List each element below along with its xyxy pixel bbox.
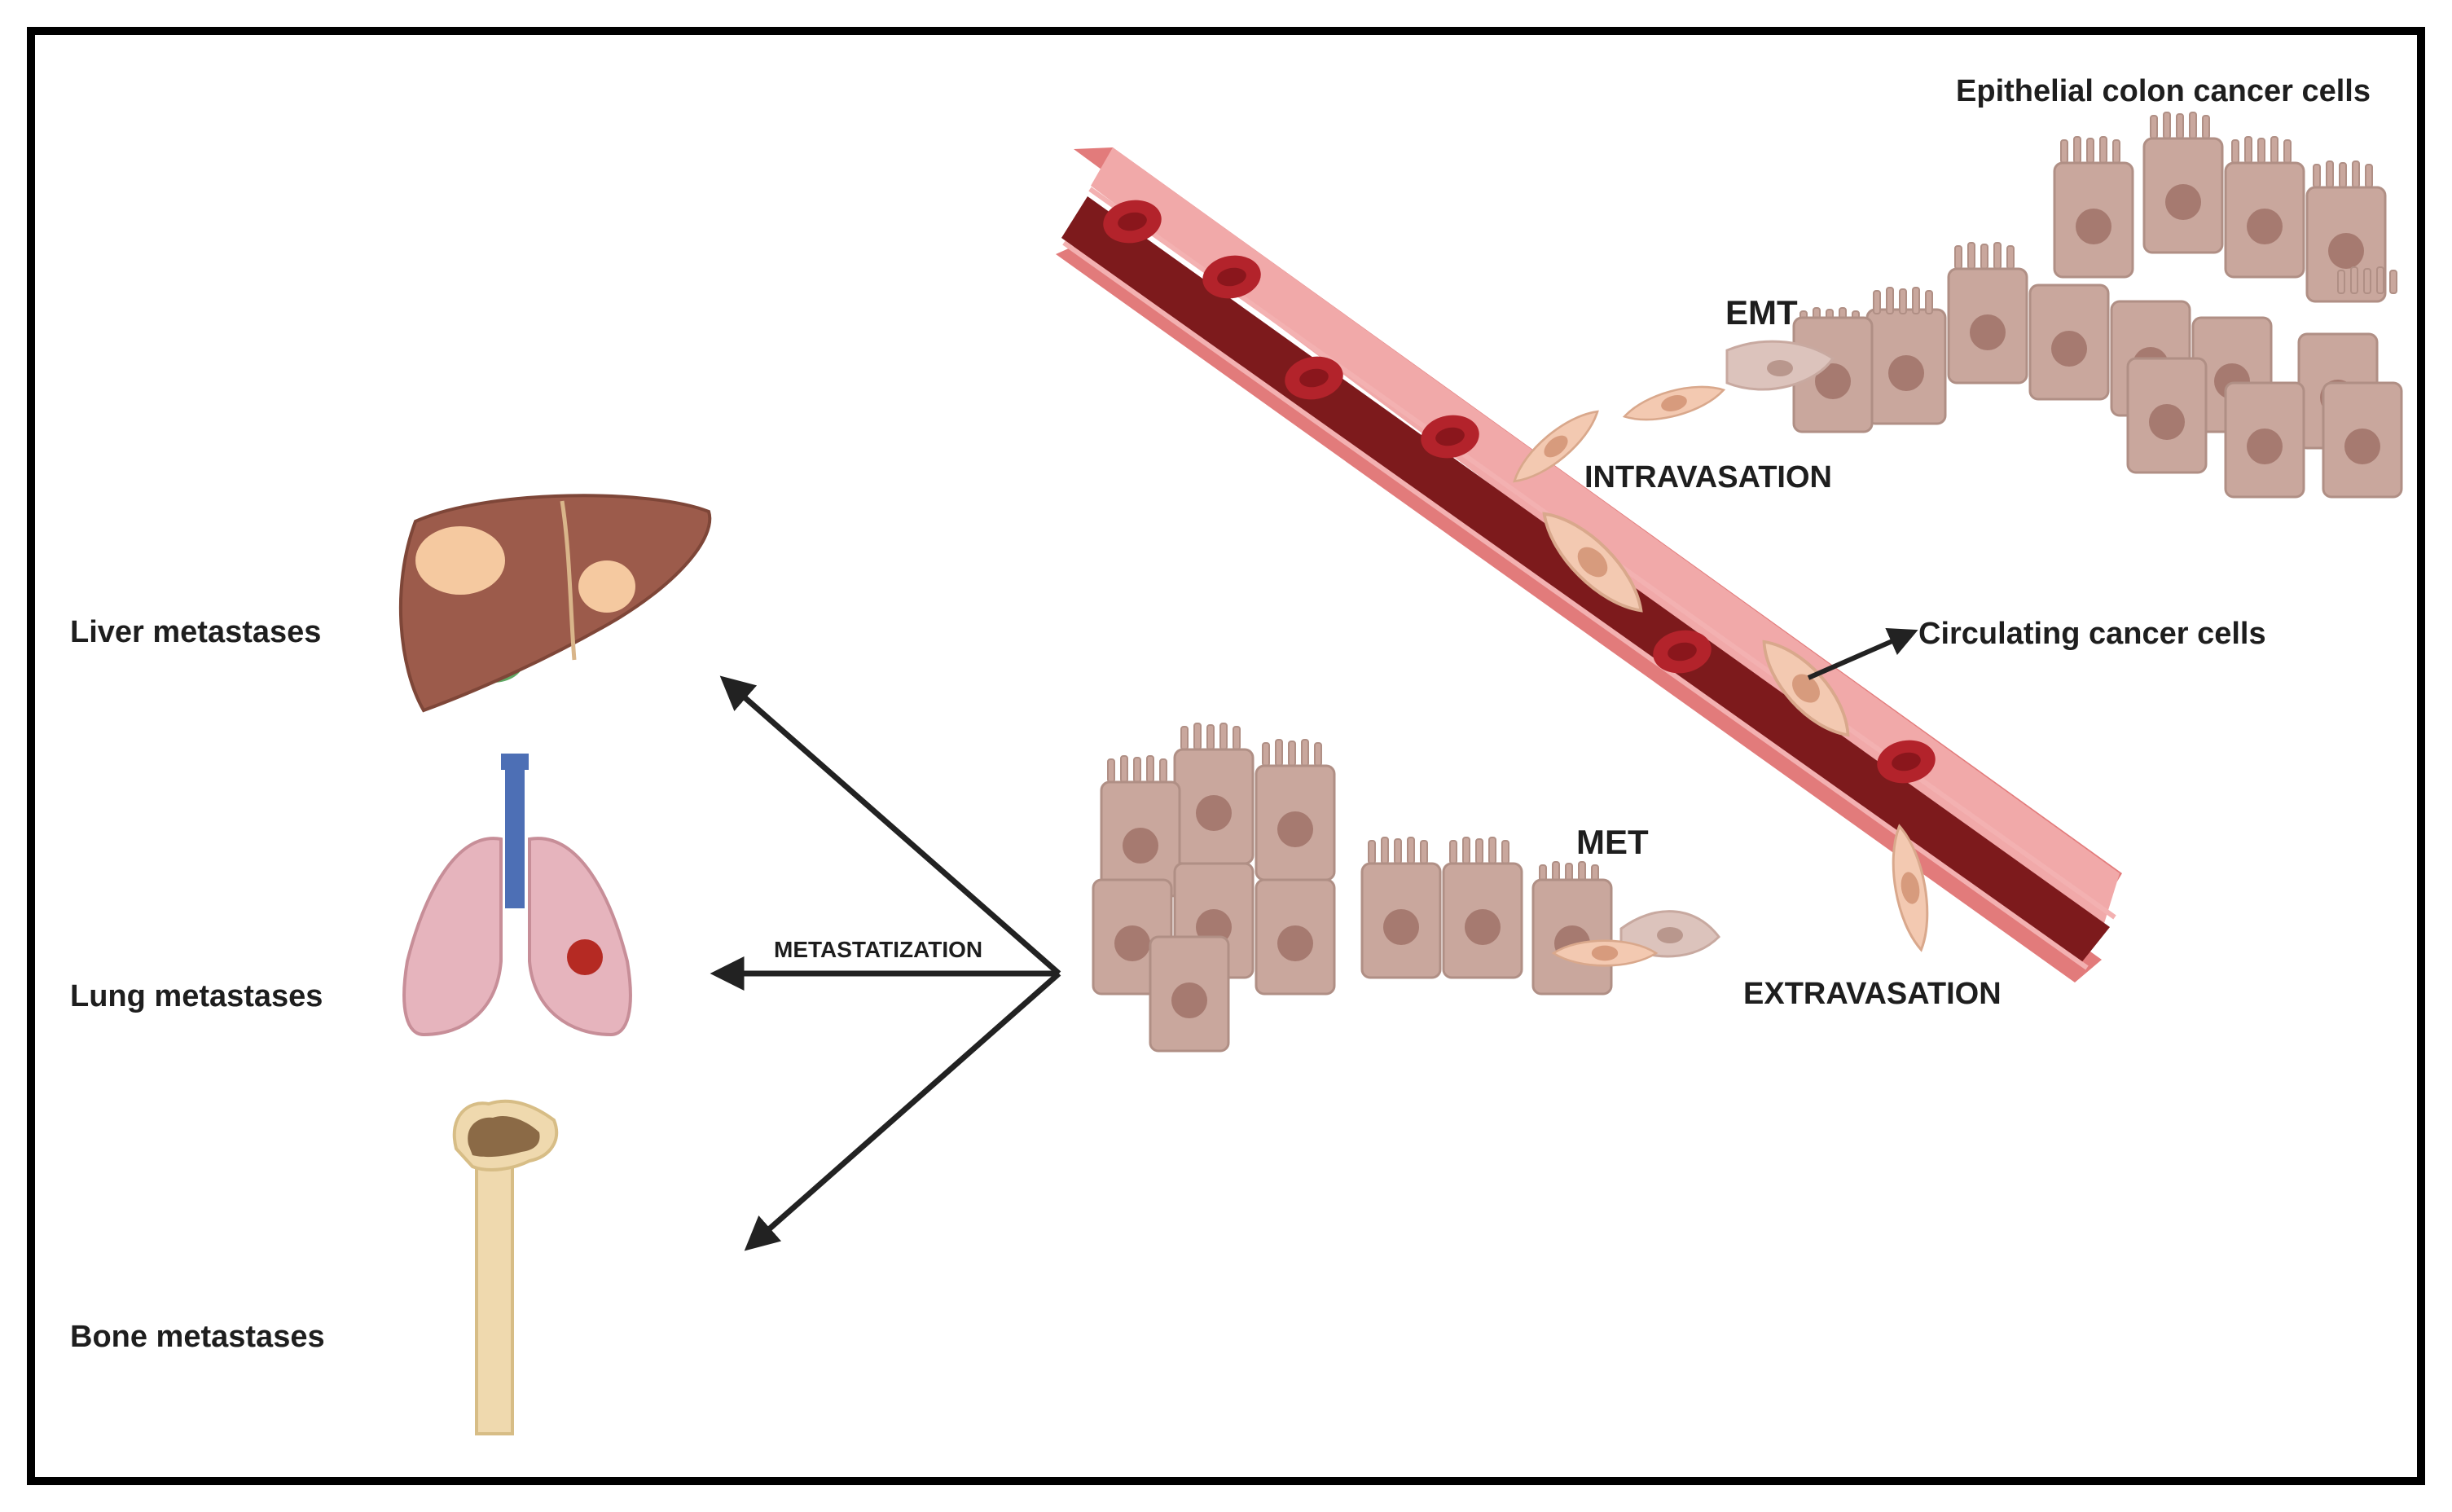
lung-illustration (402, 754, 632, 1037)
label-extravasation: EXTRAVASATION (1743, 977, 2002, 1011)
label-metastatization: METASTATIZATION (774, 937, 982, 962)
label-bone-metastases: Bone metastases (70, 1320, 325, 1354)
label-emt: EMT (1725, 293, 1798, 332)
met-cell-cluster (1092, 723, 1720, 1053)
label-liver-metastases: Liver metastases (70, 615, 321, 649)
label-met: MET (1576, 823, 1649, 861)
label-lung-metastases: Lung metastases (70, 979, 323, 1013)
label-epithelial-cells: Epithelial colon cancer cells (1956, 74, 2371, 108)
epithelial-cell-cluster (1725, 112, 2403, 499)
label-circulating-cells: Circulating cancer cells (1918, 617, 2266, 651)
bone-illustration (452, 1099, 559, 1435)
liver-illustration (398, 494, 712, 713)
label-intravasation: INTRAVASATION (1584, 460, 1832, 494)
metastatization-arrows (710, 628, 1918, 1251)
